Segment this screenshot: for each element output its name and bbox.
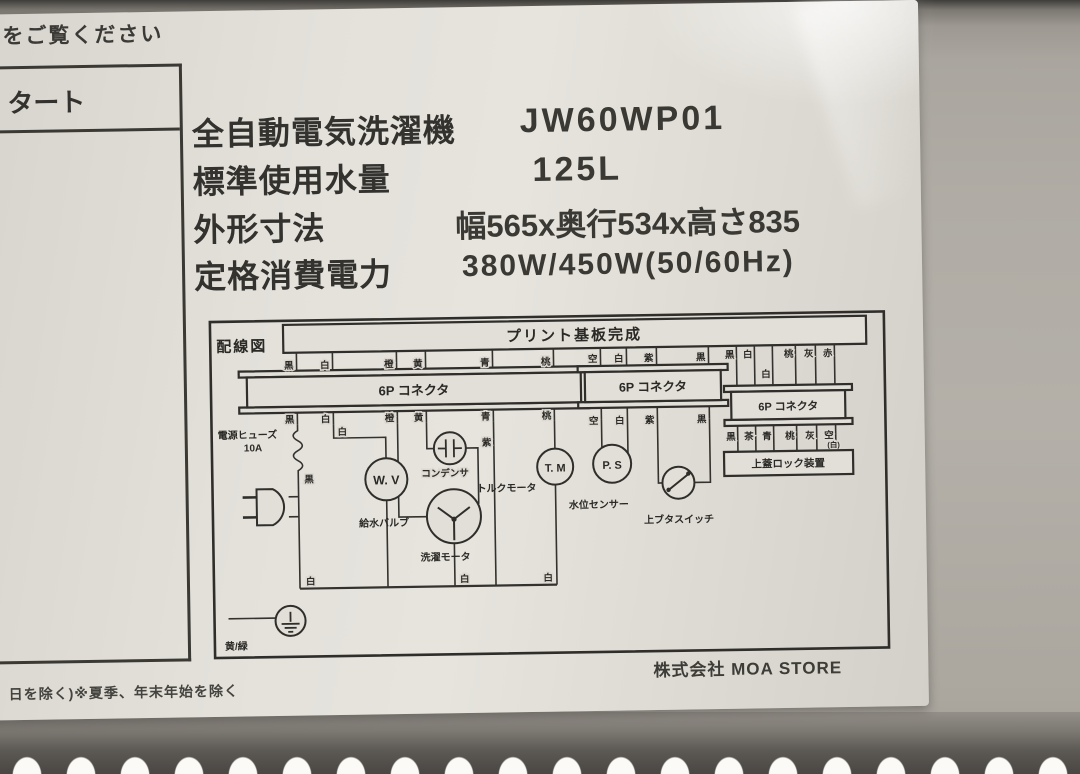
lid-lock-box bbox=[722, 448, 855, 478]
wire-color: 茶 bbox=[743, 431, 754, 443]
wire-color: 黒 bbox=[725, 350, 735, 361]
top-left-caption: をご覧ください bbox=[2, 22, 164, 49]
wire-color: 空 bbox=[589, 415, 599, 427]
left-table-divider bbox=[0, 127, 180, 135]
wiring-diagram: 配線図 プリント基板完成 bbox=[208, 310, 891, 660]
wire-color: 白 bbox=[338, 426, 348, 438]
connector-c-label: 6P コネクタ bbox=[758, 400, 818, 414]
water-level-sensor-symbol: P. S bbox=[602, 460, 622, 472]
spec-label-product: 全自動電気洗濯機 bbox=[191, 112, 457, 153]
fuse-wire bbox=[292, 424, 304, 589]
wire-color: 白 bbox=[614, 353, 624, 365]
wire-color: 白 bbox=[460, 573, 470, 585]
pcb-board-label: プリント基板完成 bbox=[506, 325, 642, 345]
wire-color: 白 bbox=[743, 349, 753, 361]
lid-switch-label: 上ブタスイッチ bbox=[644, 512, 714, 526]
wires bbox=[228, 344, 837, 620]
water-valve-symbol: W. V bbox=[373, 473, 400, 487]
connector-b: 6P コネクタ bbox=[576, 362, 730, 410]
spec-label-water-usage: 標準使用水量 bbox=[192, 161, 391, 201]
washer-lid-corrugated-edge bbox=[0, 742, 1080, 774]
wire-color: 黒 bbox=[284, 361, 294, 372]
wire-color: 桃 bbox=[784, 348, 794, 360]
wire-color: 橙 bbox=[384, 358, 394, 370]
ground-label: 黄/緑 bbox=[225, 639, 249, 652]
left-table-fragment: タート bbox=[0, 63, 192, 666]
wire-color: 黒 bbox=[696, 352, 706, 363]
spec-label-sticker: をご覧ください タート 日を除く)※夏季、年末年始を除く 全自動電気洗濯機 JW… bbox=[0, 0, 929, 721]
spec-value-model: JW60WP01 bbox=[519, 98, 726, 141]
spec-label-dimensions: 外形寸法 bbox=[193, 210, 326, 249]
wire-color: 空 bbox=[824, 429, 834, 441]
wire-color: 白 bbox=[761, 368, 771, 380]
wire-color: 黒 bbox=[697, 414, 707, 425]
capacitor-label: コンデンサ bbox=[421, 467, 469, 480]
wire-color: 黄 bbox=[414, 412, 424, 424]
water-valve-icon bbox=[364, 457, 409, 502]
wire-color: 赤 bbox=[823, 347, 833, 359]
bottom-left-note: 日を除く)※夏季、年末年始を除く bbox=[8, 682, 240, 703]
wire-color: 青 bbox=[762, 430, 772, 442]
spec-value-power: 380W/450W(50/60Hz) bbox=[461, 244, 796, 284]
wire-color: 空 bbox=[588, 353, 598, 365]
connector-c: 6P コネクタ bbox=[722, 382, 854, 428]
wire-color: 白 bbox=[320, 359, 330, 371]
wire-color: 紫 bbox=[644, 352, 654, 364]
company-name: 株式会社 MOA STORE bbox=[653, 658, 843, 681]
wire-color: 白 bbox=[543, 572, 553, 584]
wire-color: 紫 bbox=[482, 437, 492, 449]
spec-label-power: 定格消費電力 bbox=[193, 256, 393, 296]
pcb-board-box bbox=[281, 314, 868, 355]
wire-color: 黄 bbox=[413, 358, 423, 370]
wire-color: 桃 bbox=[785, 430, 795, 442]
torque-motor-icon bbox=[536, 447, 575, 486]
spec-value-dimensions: 幅565x奥行534x高さ835 bbox=[455, 203, 801, 245]
wire-color-note: (白) bbox=[827, 439, 840, 449]
connector-a-label: 6P コネクタ bbox=[378, 382, 449, 398]
connector-a: 6P コネクタ bbox=[237, 364, 591, 415]
spec-value-water-usage: 125L bbox=[532, 149, 623, 189]
fuse-rating: 10A bbox=[244, 443, 263, 454]
wire-color: 白 bbox=[321, 413, 331, 425]
water-level-sensor-label: 水位センサー bbox=[568, 497, 629, 511]
fuse-label: 電源ヒューズ bbox=[218, 428, 278, 442]
wire-color: 桃 bbox=[542, 410, 552, 422]
wire-color: 白 bbox=[306, 575, 316, 587]
torque-motor-symbol: T. M bbox=[545, 462, 566, 474]
power-plug-icon bbox=[242, 488, 286, 527]
ground-wire bbox=[228, 617, 276, 620]
wire-color: 桃 bbox=[541, 356, 551, 368]
wire-color: 灰 bbox=[805, 430, 815, 442]
wash-motor-label: 洗濯モータ bbox=[420, 550, 470, 564]
ground-symbol-icon bbox=[274, 604, 307, 637]
wire-color: 白 bbox=[615, 415, 625, 427]
wire-color: 橙 bbox=[385, 412, 395, 424]
wiring-diagram-border bbox=[208, 310, 891, 660]
water-level-sensor-icon bbox=[592, 443, 633, 484]
wash-motor-icon bbox=[425, 488, 482, 545]
wire-color: 黒 bbox=[304, 474, 314, 485]
connector-b-label: 6P コネクタ bbox=[619, 379, 687, 395]
wire-color: 灰 bbox=[804, 348, 814, 360]
wire-color: 青 bbox=[480, 357, 490, 369]
left-table-text: タート bbox=[7, 86, 86, 119]
lid-lock-label: 上蓋ロック装置 bbox=[751, 456, 825, 470]
lid-switch-icon bbox=[661, 465, 696, 500]
torque-motor-label: トルクモータ bbox=[476, 482, 536, 495]
water-valve-label: 給水バルブ bbox=[359, 516, 409, 530]
wire-color: 青 bbox=[481, 411, 491, 423]
neutral-bus-wire bbox=[300, 583, 558, 590]
wire-color: 黒 bbox=[726, 432, 736, 443]
wiring-title: 配線図 bbox=[216, 337, 267, 356]
capacitor-icon bbox=[432, 431, 467, 466]
wire-color: 紫 bbox=[645, 414, 655, 426]
wire-color: 黒 bbox=[285, 415, 295, 426]
